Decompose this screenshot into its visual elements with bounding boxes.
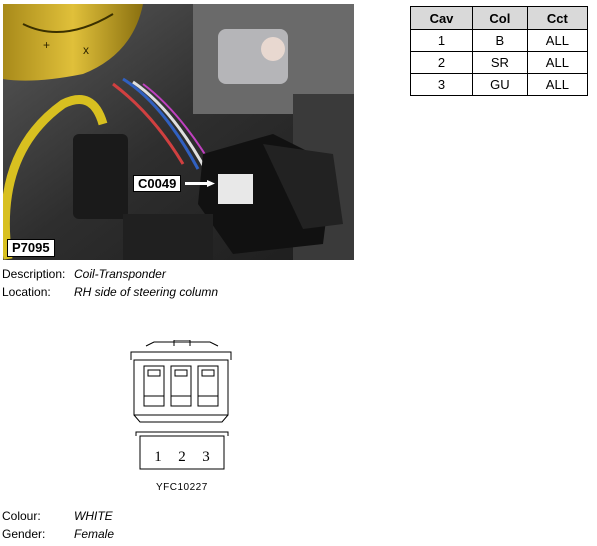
cell-cav: 2: [410, 51, 473, 74]
gender-label: Gender:: [2, 527, 46, 541]
cell-cav: 1: [410, 29, 473, 52]
pin-label: 1: [154, 449, 162, 465]
pin-label: 2: [178, 449, 186, 465]
table-header-row: Cav Col Cct: [410, 6, 589, 30]
colour-line: Colour: WHITE: [2, 508, 113, 524]
cell-cct: ALL: [526, 51, 589, 74]
connector-callout-label: C0049: [133, 175, 182, 192]
cell-col: GU: [472, 73, 528, 96]
location-line: Location: RH side of steering column: [2, 284, 218, 300]
connector-photo: + x P7095: [3, 4, 354, 260]
header-cct: Cct: [526, 6, 589, 30]
location-label: Location:: [2, 285, 51, 299]
pin-label: 3: [202, 449, 210, 465]
photo-id-label: P7095: [7, 239, 55, 257]
colour-value: WHITE: [74, 509, 113, 523]
header-col: Col: [472, 6, 528, 30]
description-value: Coil-Transponder: [74, 267, 166, 281]
description-label: Description:: [2, 267, 66, 281]
cell-cct: ALL: [526, 29, 589, 52]
table-row: 3 GU ALL: [410, 73, 589, 96]
cell-col: B: [472, 29, 528, 52]
photo-illustration: + x: [3, 4, 354, 260]
cell-col: SR: [472, 51, 528, 74]
gender-value: Female: [74, 527, 115, 541]
colour-label: Colour:: [2, 509, 41, 523]
svg-text:x: x: [83, 43, 89, 57]
description-line: Description: Coil-Transponder: [2, 266, 166, 282]
connector-face-diagram: 1 2 3: [130, 340, 232, 470]
cell-cct: ALL: [526, 73, 589, 96]
callout-arrow-icon: [185, 180, 215, 187]
cell-cav: 3: [410, 73, 473, 96]
pinout-table: Cav Col Cct 1 B ALL 2 SR ALL 3 GU ALL: [410, 6, 589, 96]
connector-part-ref: YFC10227: [156, 482, 208, 493]
table-row: 2 SR ALL: [410, 51, 589, 74]
location-value: RH side of steering column: [74, 285, 219, 299]
header-cav: Cav: [410, 6, 473, 30]
table-row: 1 B ALL: [410, 29, 589, 52]
svg-text:+: +: [43, 38, 50, 52]
gender-line: Gender: Female: [2, 526, 114, 542]
